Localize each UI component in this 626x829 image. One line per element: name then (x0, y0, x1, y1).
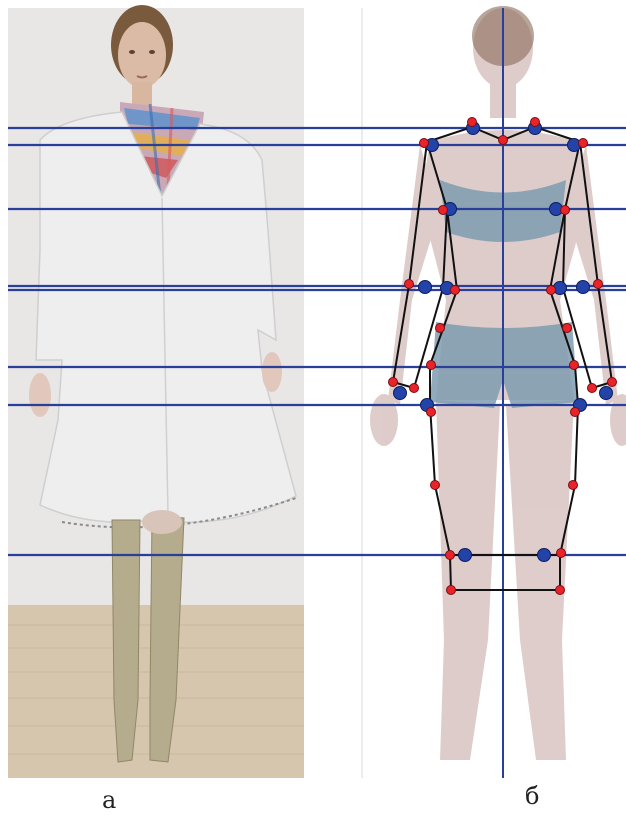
control-point (431, 481, 440, 490)
joint-point (538, 549, 551, 562)
control-point (608, 378, 617, 387)
control-point (420, 139, 429, 148)
joint-point (600, 387, 613, 400)
joint-point (419, 281, 432, 294)
right-hand (262, 352, 282, 392)
joint-point (394, 387, 407, 400)
control-point (468, 118, 477, 127)
control-point (405, 280, 414, 289)
control-point (571, 408, 580, 417)
control-point (531, 118, 540, 127)
control-point (547, 286, 556, 295)
left-hand (29, 373, 51, 417)
control-point (427, 361, 436, 370)
panel-label-b: б (525, 782, 539, 810)
control-point (389, 378, 398, 387)
control-point (499, 136, 508, 145)
control-point (561, 206, 570, 215)
panel-label-a: а (102, 786, 116, 814)
control-point (410, 384, 419, 393)
control-point (446, 551, 455, 560)
control-point (588, 384, 597, 393)
control-point (557, 549, 566, 558)
control-point (569, 481, 578, 490)
joint-point (459, 549, 472, 562)
control-point (427, 408, 436, 417)
control-point (579, 139, 588, 148)
control-point (436, 324, 445, 333)
control-point (447, 586, 456, 595)
control-point (570, 361, 579, 370)
panel-a-photo (8, 5, 304, 778)
control-point (556, 586, 565, 595)
joint-point (577, 281, 590, 294)
control-point (563, 324, 572, 333)
control-point (451, 286, 460, 295)
control-point (439, 206, 448, 215)
control-point (594, 280, 603, 289)
